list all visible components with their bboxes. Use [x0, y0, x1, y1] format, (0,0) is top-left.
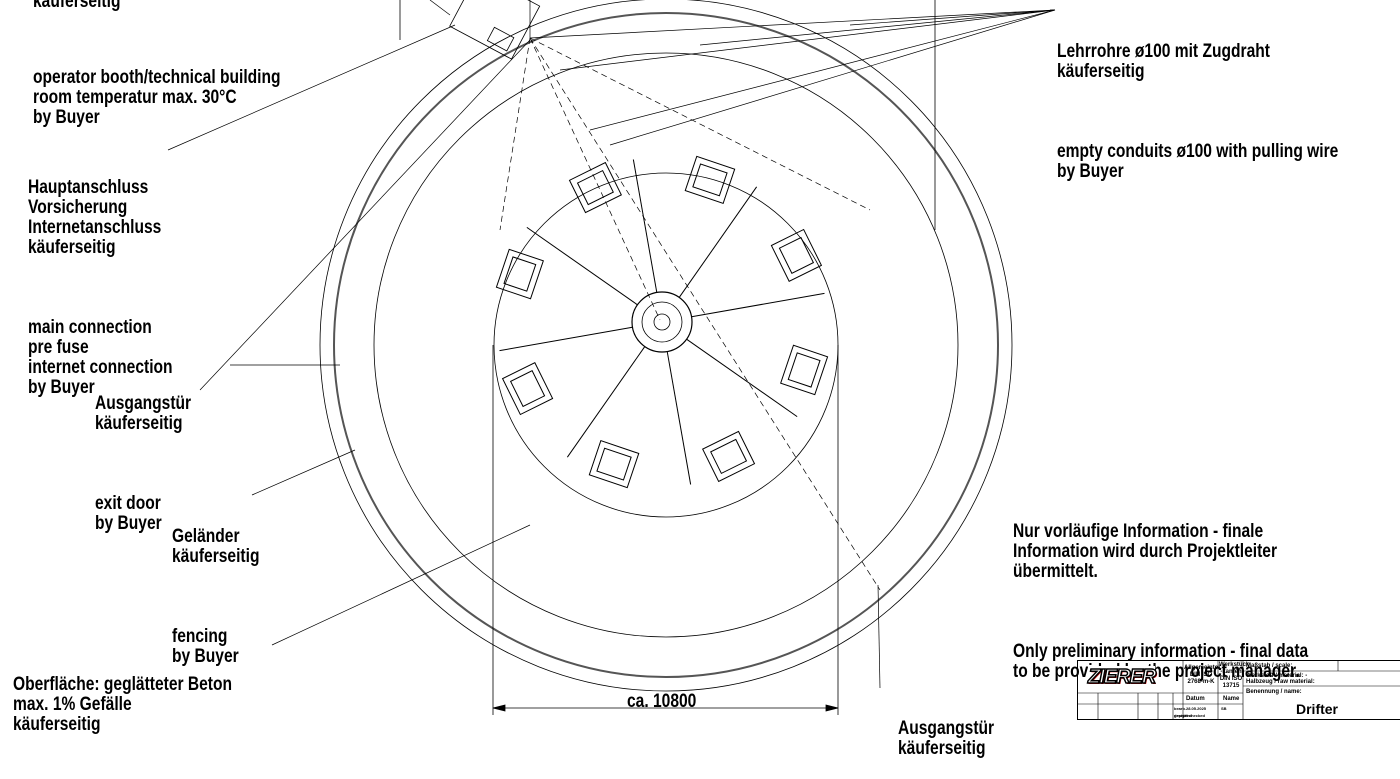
gondola-seat	[787, 352, 821, 388]
gondola-seat	[778, 236, 815, 274]
ride-arm	[686, 338, 798, 418]
gondola	[702, 430, 756, 483]
drawing-name: Drifter	[1296, 701, 1339, 717]
ride-arm	[526, 226, 638, 306]
booth-note-de-tail: käuferseitig	[33, 0, 121, 12]
gondola-seat	[692, 163, 728, 197]
ride-arm	[499, 326, 633, 352]
layout-drawing	[167, 0, 1056, 715]
dimension-label: ca. 10800	[627, 691, 697, 712]
gondola	[684, 155, 736, 204]
surface-ring	[373, 52, 959, 638]
ride-arm	[666, 351, 692, 485]
ride-arm	[691, 292, 825, 318]
fence-ring	[333, 12, 999, 678]
gondola-seat	[710, 438, 748, 475]
gondola	[501, 362, 554, 416]
gondola-seat	[576, 169, 614, 206]
gondola	[568, 161, 622, 214]
gondola-seat	[509, 370, 546, 408]
inner-platform-circle	[493, 172, 839, 518]
gondola	[770, 228, 823, 282]
outer-boundary-circle	[319, 0, 1013, 692]
operator-booth	[449, 0, 541, 60]
gondola	[780, 344, 829, 396]
ride-arm	[632, 159, 658, 293]
gondola-seat	[596, 447, 632, 481]
zierer-logo: ZIERER	[1087, 665, 1157, 689]
ride-arm	[566, 346, 646, 458]
ride-hub	[631, 291, 693, 353]
gondola-seat	[503, 256, 537, 292]
ride-arm	[678, 186, 758, 298]
gondola	[588, 440, 640, 489]
gondola	[495, 248, 544, 300]
